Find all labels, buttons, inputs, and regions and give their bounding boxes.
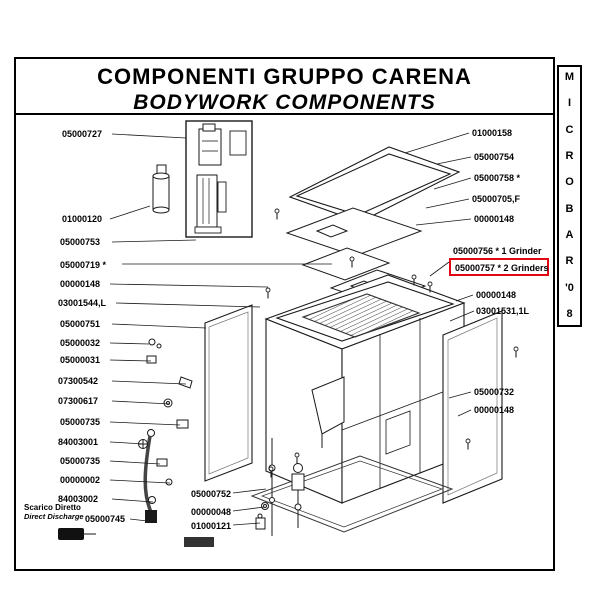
part-label: 01000120 [62,214,103,224]
side-strip-char: C [565,123,574,136]
part-label: 03001544,L [58,298,107,308]
part-label: 05000758 * [474,173,521,183]
part-label: 00000148 [476,290,517,300]
part-label: 05000732 [474,387,515,397]
part-label: 05000745 [85,514,126,524]
side-strip-char: 8 [566,307,573,320]
part-label: 84003002 [58,494,99,504]
part-label: 05000735 [60,417,101,427]
part-label: 05000751 [60,319,101,329]
part-label: 03001531,1L [476,306,530,316]
part-label: 05000705,F [472,194,521,204]
discharge-label-italian: Scarico Diretto [24,503,81,512]
part-label: 01000121 [191,521,232,531]
part-label: 07300542 [58,376,99,386]
part-label: 05000752 [191,489,232,499]
part-label: 00000148 [474,405,515,415]
part-label: 05000032 [60,338,101,348]
side-strip-char: I [567,97,572,110]
part-label: 05000754 [474,152,515,162]
part-label-2-grinders-highlighted: 05000757 * 2 Grinders [455,263,549,273]
discharge-label-english: Direct Discharge [24,512,84,521]
page-title-english: BODYWORK COMPONENTS [133,91,436,114]
side-strip-char: '0 [565,281,574,294]
part-label: 84003001 [58,437,99,447]
highlight-box [449,258,549,276]
part-label: 05000735 [60,456,101,466]
side-strip-char: R [565,149,574,162]
part-label: 00000148 [474,214,515,224]
part-label: 00000048 [191,507,232,517]
side-strip-char: R [565,255,574,268]
part-label: 05000719 * [60,260,107,270]
side-strip-char: B [565,202,574,215]
part-label-1-grinder: 05000756 * 1 Grinder [453,246,542,256]
page-header: COMPONENTI GRUPPO CARENA BODYWORK COMPON… [16,59,553,115]
part-label: 05000727 [62,129,103,139]
page-title-italian: COMPONENTI GRUPPO CARENA [97,64,472,89]
part-label: 05000753 [60,237,101,247]
part-label: 00000148 [60,279,101,289]
part-label: 07300617 [58,396,99,406]
part-label: 00000002 [60,475,101,485]
side-strip-char: O [565,176,574,189]
side-strip-microbar: M I C R O B A R '0 8 [557,65,582,327]
side-strip-char: M [564,71,575,83]
part-label: 01000158 [472,128,513,138]
part-label: 05000031 [60,355,101,365]
side-strip-char: A [565,228,574,241]
